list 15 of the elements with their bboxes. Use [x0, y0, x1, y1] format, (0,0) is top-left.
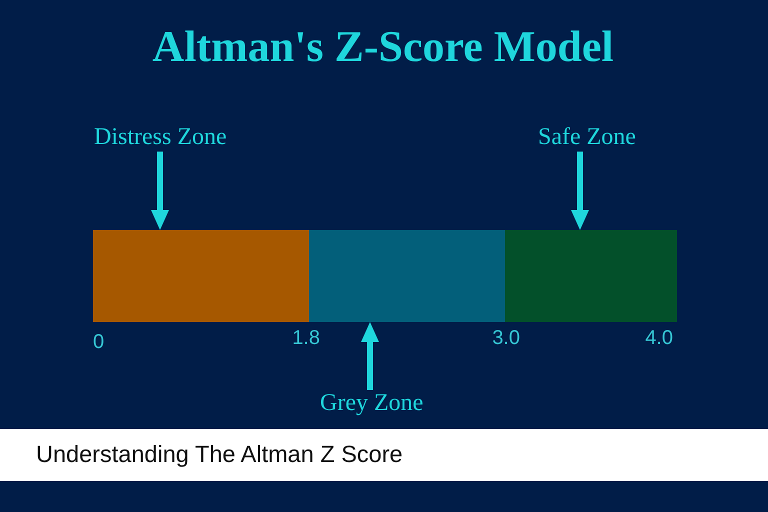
- tick-label: 0: [93, 331, 104, 354]
- zone-label: Grey Zone: [320, 390, 424, 418]
- tick-label: 4.0: [645, 327, 673, 350]
- zone-label: Distress Zone: [94, 124, 227, 152]
- arrow: [151, 152, 169, 230]
- arrow: [361, 322, 379, 390]
- tick-label: 3.0: [492, 327, 520, 350]
- bar-segment: [93, 230, 309, 322]
- arrow: [571, 152, 589, 230]
- tick-label: 1.8: [292, 327, 320, 350]
- zone-label: Safe Zone: [538, 124, 636, 152]
- bar-segment: [505, 230, 677, 322]
- title: Altman's Z-Score Model: [152, 22, 614, 73]
- bar-segment: [309, 230, 505, 322]
- caption-text: Understanding The Altman Z Score: [36, 441, 403, 468]
